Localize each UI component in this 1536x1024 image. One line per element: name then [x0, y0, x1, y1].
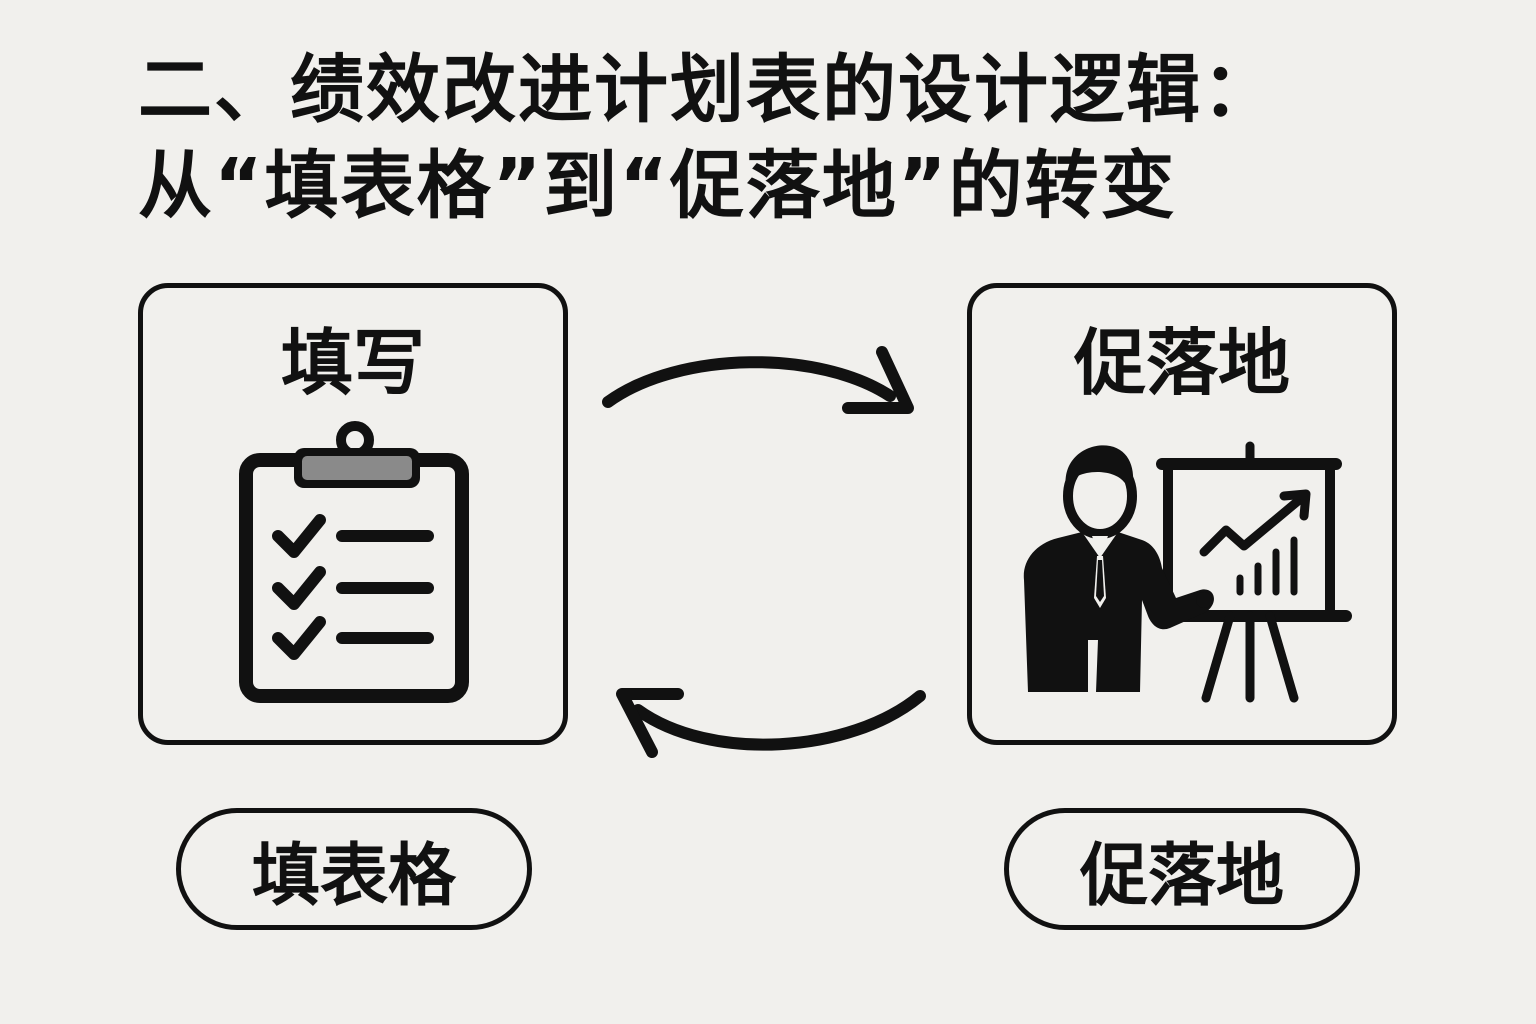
- implementation-label: 促落地: [1004, 808, 1360, 930]
- fill-form-label-text: 填表格: [251, 836, 456, 916]
- title-line-1: 二、绩效改进计划表的设计逻辑：: [138, 47, 1278, 133]
- forward-arrow-icon: [602, 346, 914, 414]
- implementation-heading: 促落地: [1073, 321, 1290, 405]
- fill-in-panel: 填写: [138, 283, 568, 745]
- fill-in-heading: 填写: [280, 321, 425, 405]
- presenter-with-chart-icon: [1023, 441, 1352, 703]
- return-arrow-icon: [616, 688, 926, 758]
- title-line-2: 从“填表格”到“促落地”的转变: [138, 143, 1177, 229]
- implementation-label-text: 促落地: [1079, 836, 1284, 916]
- implementation-panel: 促落地: [967, 283, 1397, 745]
- fill-form-label: 填表格: [176, 808, 532, 930]
- diagram-title: 二、绩效改进计划表的设计逻辑： 从“填表格”到“促落地”的转变: [138, 42, 1388, 234]
- clipboard-checklist-icon: [239, 421, 469, 703]
